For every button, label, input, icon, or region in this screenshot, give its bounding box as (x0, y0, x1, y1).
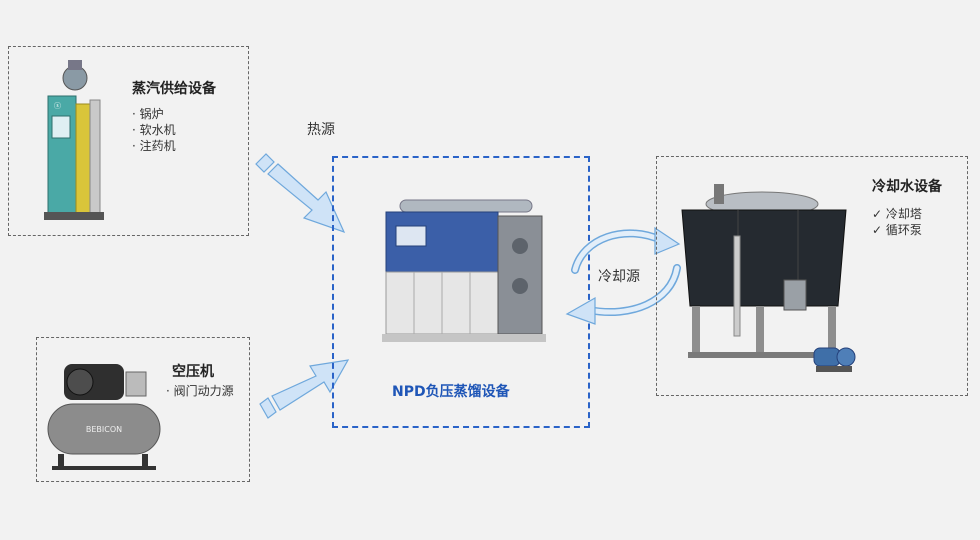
steam-boiler-illustration: ⓢ (44, 60, 104, 220)
list-item: 阀门动力源 (166, 383, 234, 399)
compressor-arrow (259, 359, 350, 419)
circulation-pump-illustration (813, 347, 856, 372)
cooling-tower-illustration (681, 184, 847, 358)
cooling-cycle-arrows (565, 226, 681, 325)
steam-supply-list: 锅炉 软水机 注药机 (132, 106, 176, 154)
npd-distillation-unit-illustration (382, 199, 546, 342)
cooling-source-label: 冷却源 (598, 269, 640, 285)
list-item: 循环泵 (872, 222, 922, 238)
cooling-water-box (656, 156, 968, 396)
steam-supply-box (8, 46, 249, 236)
list-item: 注药机 (132, 138, 176, 154)
npd-equipment-box (332, 156, 590, 428)
list-item: 锅炉 (132, 106, 176, 122)
list-item: 软水机 (132, 122, 176, 138)
air-compressor-list: 阀门动力源 (166, 383, 234, 399)
npd-equipment-title: NPD负压蒸馏设备 (392, 384, 510, 400)
cooling-water-title: 冷却水设备 (872, 179, 942, 195)
heat-source-arrow (255, 153, 346, 234)
list-item: 冷却塔 (872, 206, 922, 222)
svg-text:ⓢ: ⓢ (54, 102, 61, 110)
svg-text:BEBICON: BEBICON (86, 425, 122, 434)
cooling-water-list: 冷却塔 循环泵 (872, 206, 922, 238)
steam-supply-title: 蒸汽供给设备 (132, 81, 216, 97)
air-compressor-title: 空压机 (172, 364, 214, 380)
air-compressor-illustration: BEBICON (47, 364, 161, 470)
air-compressor-box (36, 337, 250, 482)
heat-source-label: 热源 (307, 122, 335, 138)
